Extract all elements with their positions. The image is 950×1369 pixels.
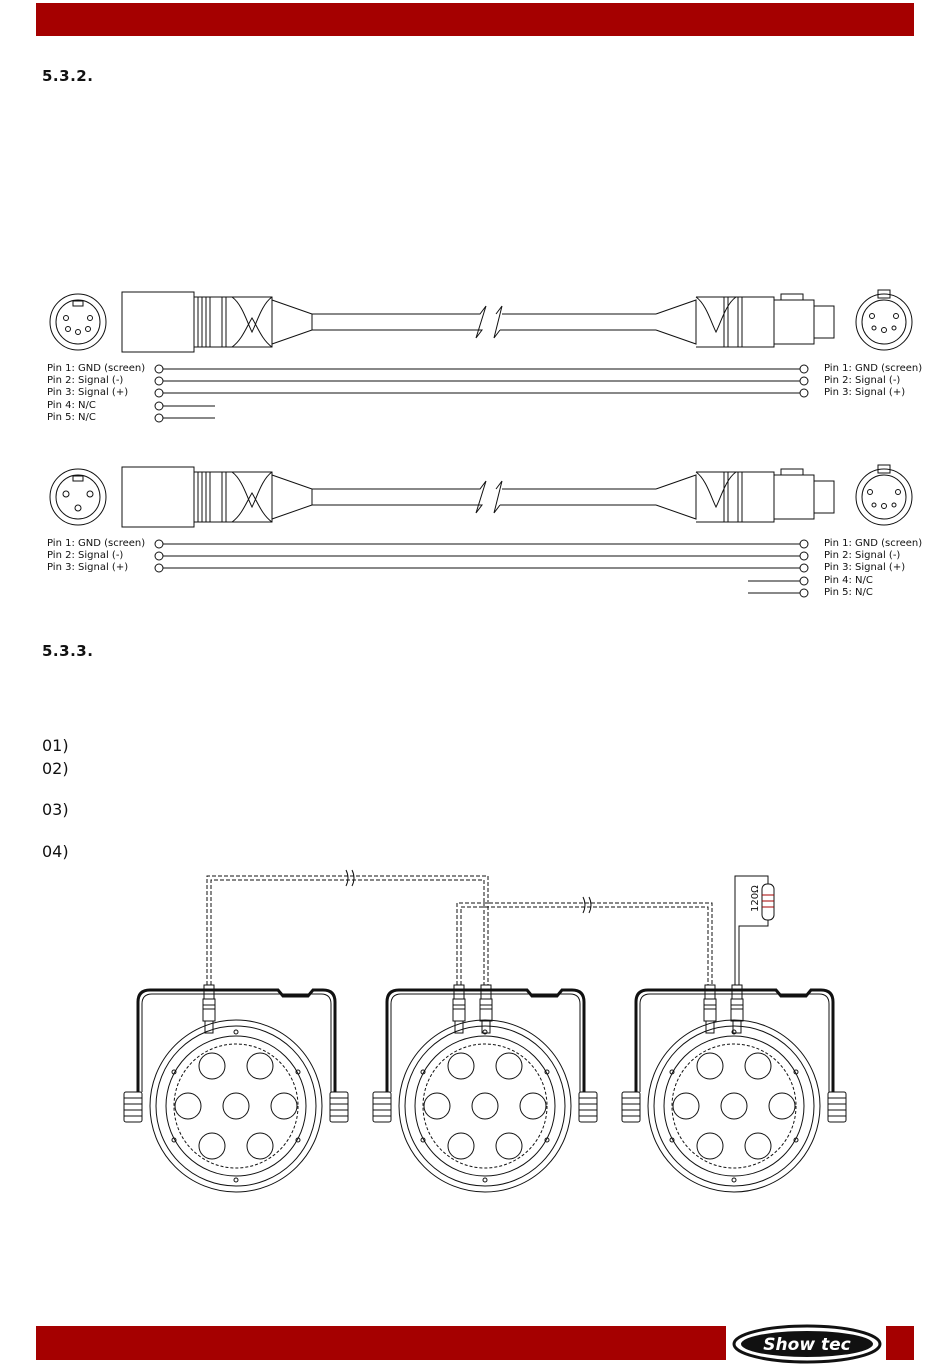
cable2-female-connector-face <box>855 464 913 526</box>
step-02: 02) <box>42 759 69 778</box>
cable1-left-pin-1: Pin 1: GND (screen) <box>47 363 146 374</box>
step-03: 03) <box>42 800 69 819</box>
cable2-male-connector-face <box>49 468 107 526</box>
cable2-left-pin-2: Pin 2: Signal (-) <box>47 550 124 561</box>
svg-text:Show tec: Show tec <box>763 1335 850 1355</box>
cable2-left-pin-1: Pin 1: GND (screen) <box>47 538 146 549</box>
cable1-left-pin-3: Pin 3: Signal (+) <box>47 387 129 398</box>
cable1-female-connector-face <box>855 289 913 351</box>
showtec-logo: Show tec <box>732 1324 882 1364</box>
cable2-right-pin-5: Pin 5: N/C <box>824 587 873 598</box>
cable1-left-pin-5: Pin 5: N/C <box>47 412 96 423</box>
cable1-left-pin-2: Pin 2: Signal (-) <box>47 375 124 386</box>
cable2-right-pin-3: Pin 3: Signal (+) <box>824 562 906 573</box>
footer-bar-end <box>886 1326 914 1360</box>
header-bar <box>36 3 914 36</box>
cable1-right-pin-2: Pin 2: Signal (-) <box>824 375 901 386</box>
cable2-left-pin-3: Pin 3: Signal (+) <box>47 562 129 573</box>
cable1-right-pin-3: Pin 3: Signal (+) <box>824 387 906 398</box>
cable1-left-pin-4: Pin 4: N/C <box>47 400 96 411</box>
terminator-resistor-label: 120Ω <box>750 885 761 912</box>
cable1-male-connector-face <box>49 293 107 351</box>
section-heading-5-3-2: 5.3.2. <box>42 67 94 85</box>
step-04: 04) <box>42 842 69 861</box>
footer-bar <box>36 1326 726 1360</box>
daisy-chain-diagram <box>122 869 848 1194</box>
section-heading-5-3-3: 5.3.3. <box>42 642 94 660</box>
cable1-right-pin-1: Pin 1: GND (screen) <box>824 363 923 374</box>
cable2-right-pin-4: Pin 4: N/C <box>824 575 873 586</box>
cable2-right-pin-1: Pin 1: GND (screen) <box>824 538 923 549</box>
step-01: 01) <box>42 736 69 755</box>
cable2-right-pin-2: Pin 2: Signal (-) <box>824 550 901 561</box>
